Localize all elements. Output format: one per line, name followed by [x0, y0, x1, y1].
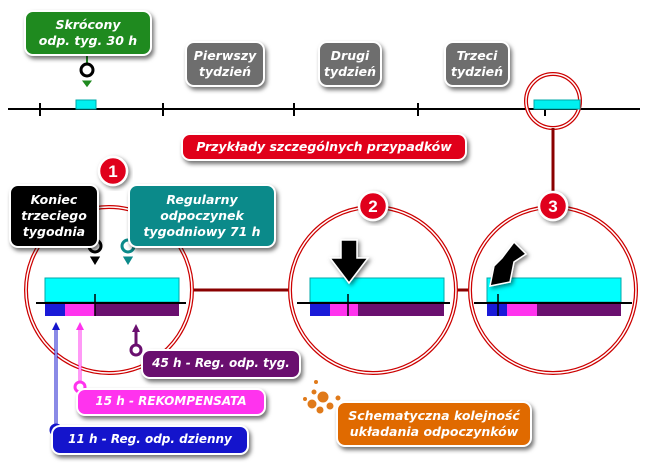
- week-3-label: Trzeci tydzień: [444, 41, 510, 87]
- badge-1-label: 1: [108, 162, 117, 181]
- regular-weekly-label: Regularny odpoczynek tygodniowy 71 h: [128, 184, 276, 248]
- short-arrow-icon: [80, 79, 94, 89]
- badge-2-label: 2: [368, 197, 377, 216]
- short-rest-block: [75, 99, 97, 110]
- top-rest-block: [533, 99, 581, 110]
- short-pin-icon: [79, 62, 95, 78]
- diag-arrow-icon-3: [489, 240, 528, 287]
- bubbles-icon: [302, 379, 342, 415]
- examples-title: Przykłady szczególnych przypadków: [181, 133, 467, 161]
- short-weekly-label: Skrócony odp. tyg. 30 h: [24, 10, 152, 56]
- week-2-label: Drugi tydzień: [318, 41, 382, 87]
- rekompensata-label: 15 h - REKOMPENSATA: [76, 388, 266, 416]
- up-pointer-purple: [129, 324, 143, 357]
- badge-3: 3: [537, 190, 569, 222]
- badge-2: 2: [357, 190, 389, 222]
- down-arrow-icon-2: [328, 239, 370, 285]
- reg-daily-11-label: 11 h - Reg. odp. dzienny: [51, 425, 249, 455]
- schematic-order-label: Schematyczna kolejność układania odpoczy…: [336, 401, 532, 447]
- week-1-label: Pierwszy tydzień: [185, 41, 265, 87]
- badge-1: 1: [97, 155, 129, 187]
- end-third-week-label: Koniec trzeciego tygodnia: [9, 184, 99, 248]
- reg-weekly-45-label: 45 h - Reg. odp. tyg.: [141, 349, 301, 379]
- bars-2: [297, 277, 450, 316]
- badge-3-label: 3: [548, 197, 557, 216]
- bars-1: [36, 277, 186, 316]
